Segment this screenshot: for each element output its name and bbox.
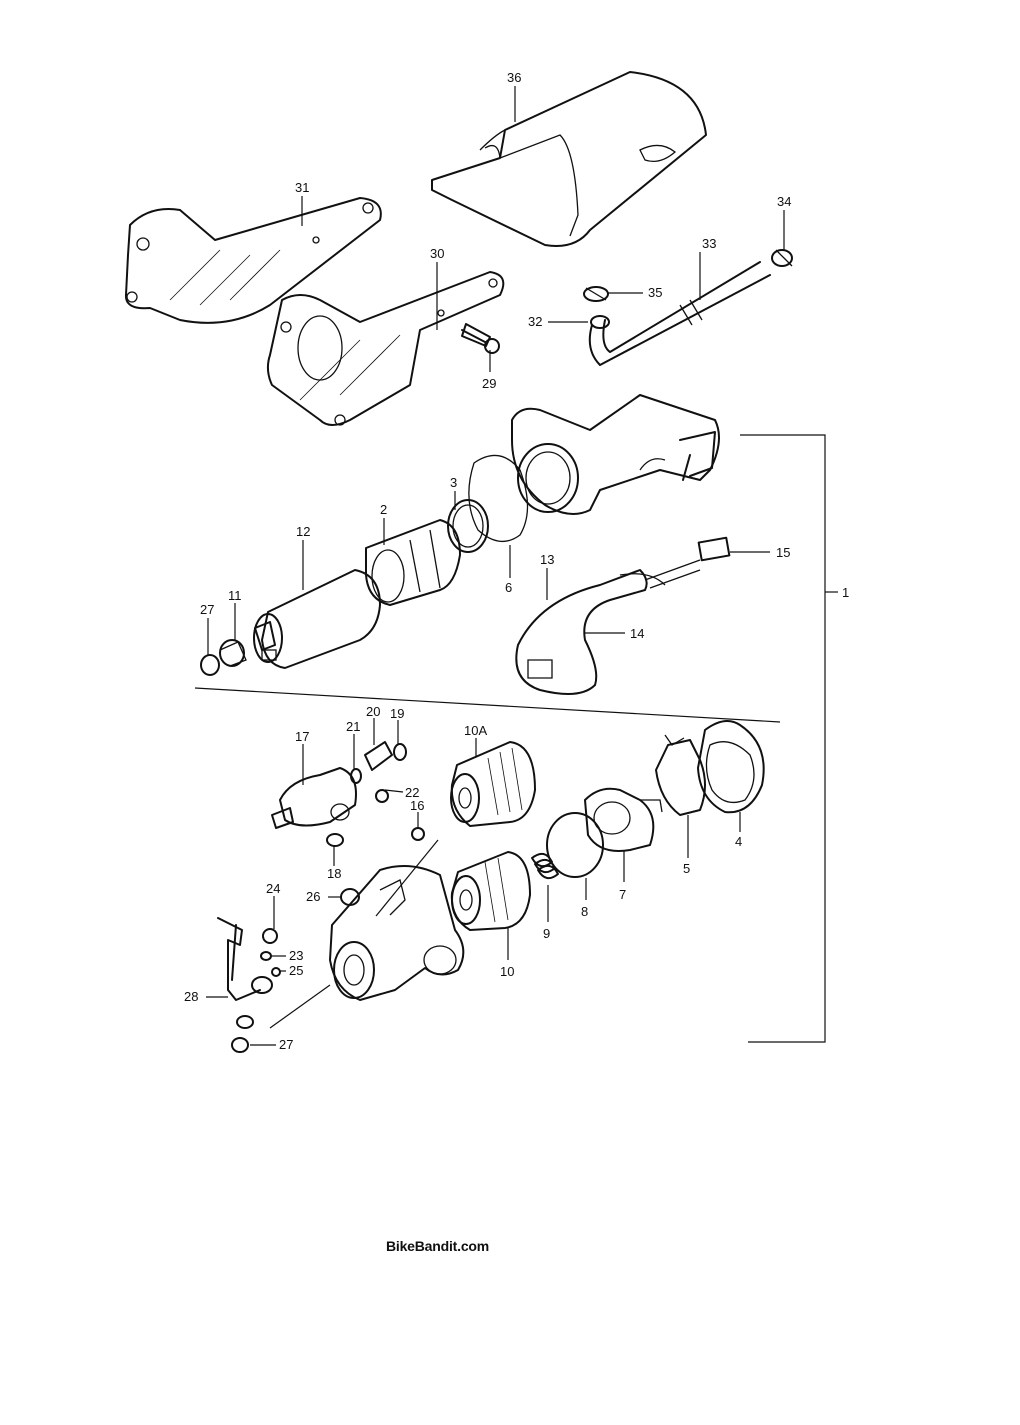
part-27-o-ring-upper: [200, 654, 220, 676]
callout-27-lower: 27: [279, 1037, 293, 1052]
callout-15: 15: [776, 545, 790, 560]
callout-14: 14: [630, 626, 644, 641]
callout-1: 1: [842, 585, 849, 600]
part-24-cap: [262, 928, 278, 944]
callout-24: 24: [266, 881, 280, 896]
part-10-filter: [450, 851, 531, 931]
callout-3: 3: [450, 475, 457, 490]
assembly-divider: [194, 687, 781, 723]
callout-8: 8: [581, 904, 588, 919]
part-34-clamp: [771, 249, 793, 267]
part-9-spring: [531, 852, 559, 880]
watermark: BikeBandit.com: [386, 1238, 489, 1254]
part-8-ring: [546, 812, 604, 878]
callout-28: 28: [184, 989, 198, 1004]
callout-12: 12: [296, 524, 310, 539]
callout-11: 11: [228, 588, 242, 603]
callout-7: 7: [619, 887, 626, 902]
callout-32: 32: [528, 314, 542, 329]
callout-33: 33: [702, 236, 716, 251]
callout-13: 13: [540, 552, 554, 567]
group-1-bracket: [740, 434, 838, 1043]
part-4-rotor: [697, 720, 765, 814]
part-29-bolt: [461, 323, 500, 354]
callout-18: 18: [327, 866, 341, 881]
callout-10: 10: [500, 964, 514, 979]
part-17-regulator: [271, 767, 357, 829]
callout-35: 35: [648, 285, 662, 300]
part-32-hose-elbow: [590, 315, 610, 329]
part-22-screw: [375, 789, 389, 803]
part-2-holder: [365, 519, 461, 606]
part-6-gasket: [468, 454, 529, 542]
part-5-plate: [655, 734, 706, 816]
pump-body: [329, 865, 465, 1001]
part-23-washer: [260, 951, 272, 961]
callout-9: 9: [543, 926, 550, 941]
callout-31: 31: [295, 180, 309, 195]
callout-labels: 36 31 34 33 30 35 32 29 3 2 12 15 13 6 1…: [184, 70, 849, 1052]
callout-20: 20: [366, 704, 380, 719]
part-12-fuel-pump: [253, 569, 381, 669]
part-13-wire-harness: [515, 559, 701, 695]
part-31-bracket: [124, 197, 382, 324]
part-7-cover: [584, 787, 663, 852]
callout-34: 34: [777, 194, 791, 209]
part-30-bracket: [266, 271, 505, 426]
part-25-bolt: [271, 967, 281, 977]
part-36-cover: [431, 71, 707, 247]
part-11-strainer: [219, 639, 247, 667]
callout-5: 5: [683, 861, 690, 876]
callout-25: 25: [289, 963, 303, 978]
part-10a-filter: [450, 741, 536, 827]
part-27-o-ring-lower: [231, 1037, 249, 1053]
part-3-o-ring: [447, 499, 489, 553]
part-20-fitting: [364, 741, 393, 771]
callout-10a: 10A: [464, 723, 487, 738]
part-33-hose: [588, 261, 771, 366]
callout-19: 19: [390, 706, 404, 721]
callout-17: 17: [295, 729, 309, 744]
callout-16: 16: [410, 798, 424, 813]
part-16-screw: [411, 827, 425, 841]
part-35-clamp: [583, 286, 609, 302]
leader-lines: [206, 86, 785, 1046]
pump-housing: [511, 394, 720, 515]
callout-6: 6: [505, 580, 512, 595]
part-18-o-ring: [326, 833, 344, 847]
callout-21: 21: [346, 719, 360, 734]
callout-4: 4: [735, 834, 742, 849]
part-19-o-ring: [393, 743, 407, 761]
callout-27-upper: 27: [200, 602, 214, 617]
callout-30: 30: [430, 246, 444, 261]
part-21-o-ring: [350, 768, 362, 784]
callout-26: 26: [306, 889, 320, 904]
part-15-connector: [697, 536, 731, 562]
callout-29: 29: [482, 376, 496, 391]
part-28-pipe: [217, 917, 273, 1029]
callout-36: 36: [507, 70, 521, 85]
callout-2: 2: [380, 502, 387, 517]
callout-23: 23: [289, 948, 303, 963]
callout-22: 22: [405, 785, 419, 800]
